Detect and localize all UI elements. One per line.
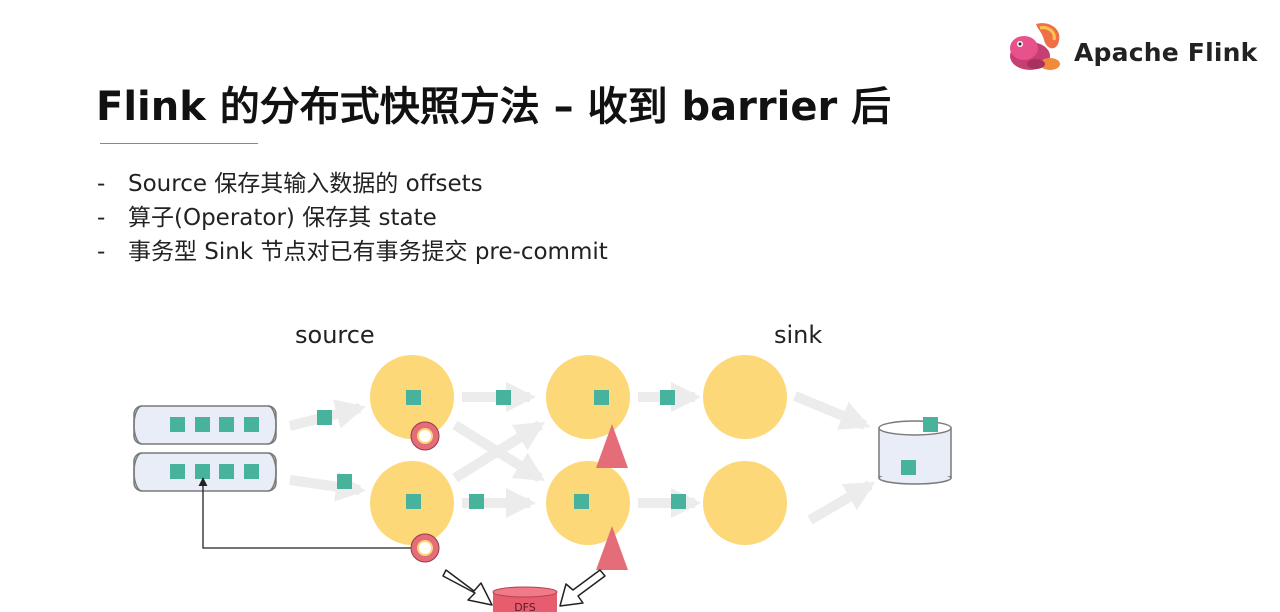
bullet-text: Source 保存其输入数据的 offsets (128, 171, 483, 197)
barrier-ring (410, 421, 440, 451)
brand-name: Apache Flink (1074, 38, 1258, 67)
record (219, 464, 234, 479)
bullet-item: -事务型 Sink 节点对已有事务提交 pre-commit (97, 235, 608, 269)
record (219, 417, 234, 432)
barrier-triangle (596, 424, 628, 468)
input-queue (133, 452, 277, 492)
dfs-label: DFS (514, 601, 536, 612)
bullet-marker: - (97, 171, 106, 197)
sink-node (703, 355, 787, 439)
operator-node (546, 355, 630, 439)
record (901, 460, 916, 475)
sink-label: sink (774, 321, 822, 349)
record (170, 464, 185, 479)
record (195, 464, 210, 479)
sink-store (878, 417, 952, 485)
barrier-triangle (596, 526, 628, 570)
flink-squirrel-logo-icon (1010, 23, 1060, 70)
bullet-text: 算子(Operator) 保存其 state (128, 205, 437, 231)
record (170, 417, 185, 432)
bullet-marker: - (97, 205, 106, 231)
barrier-ring (410, 533, 440, 563)
record (317, 410, 332, 425)
slide-title: Flink 的分布式快照方法 – 收到 barrier 后 (96, 84, 892, 130)
flow-arrow (793, 391, 871, 430)
bullet-list: -Source 保存其输入数据的 offsets -算子(Operator) 保… (97, 167, 608, 269)
record (671, 494, 686, 509)
record (195, 417, 210, 432)
record (594, 390, 609, 405)
upload-arrow (559, 569, 606, 607)
bullet-marker: - (97, 239, 106, 265)
title-underline (100, 143, 258, 144)
source-label: source (295, 321, 375, 349)
record (469, 494, 484, 509)
flow-arrow (452, 420, 546, 483)
flow-arrow (807, 480, 876, 525)
upload-arrow (442, 569, 493, 606)
record (660, 390, 675, 405)
bullet-item: -Source 保存其输入数据的 offsets (97, 167, 608, 201)
sink-node (703, 461, 787, 545)
record (337, 474, 352, 489)
offset-path (198, 477, 414, 549)
record (574, 494, 589, 509)
record (244, 417, 259, 432)
record (406, 390, 421, 405)
record (244, 464, 259, 479)
record (406, 494, 421, 509)
bullet-item: -算子(Operator) 保存其 state (97, 201, 608, 235)
record (923, 417, 938, 432)
dfs-store: DFS (492, 586, 558, 612)
input-queue (133, 405, 277, 445)
snapshot-diagram: source sink (133, 321, 952, 612)
bullet-text: 事务型 Sink 节点对已有事务提交 pre-commit (128, 239, 608, 265)
record (496, 390, 511, 405)
